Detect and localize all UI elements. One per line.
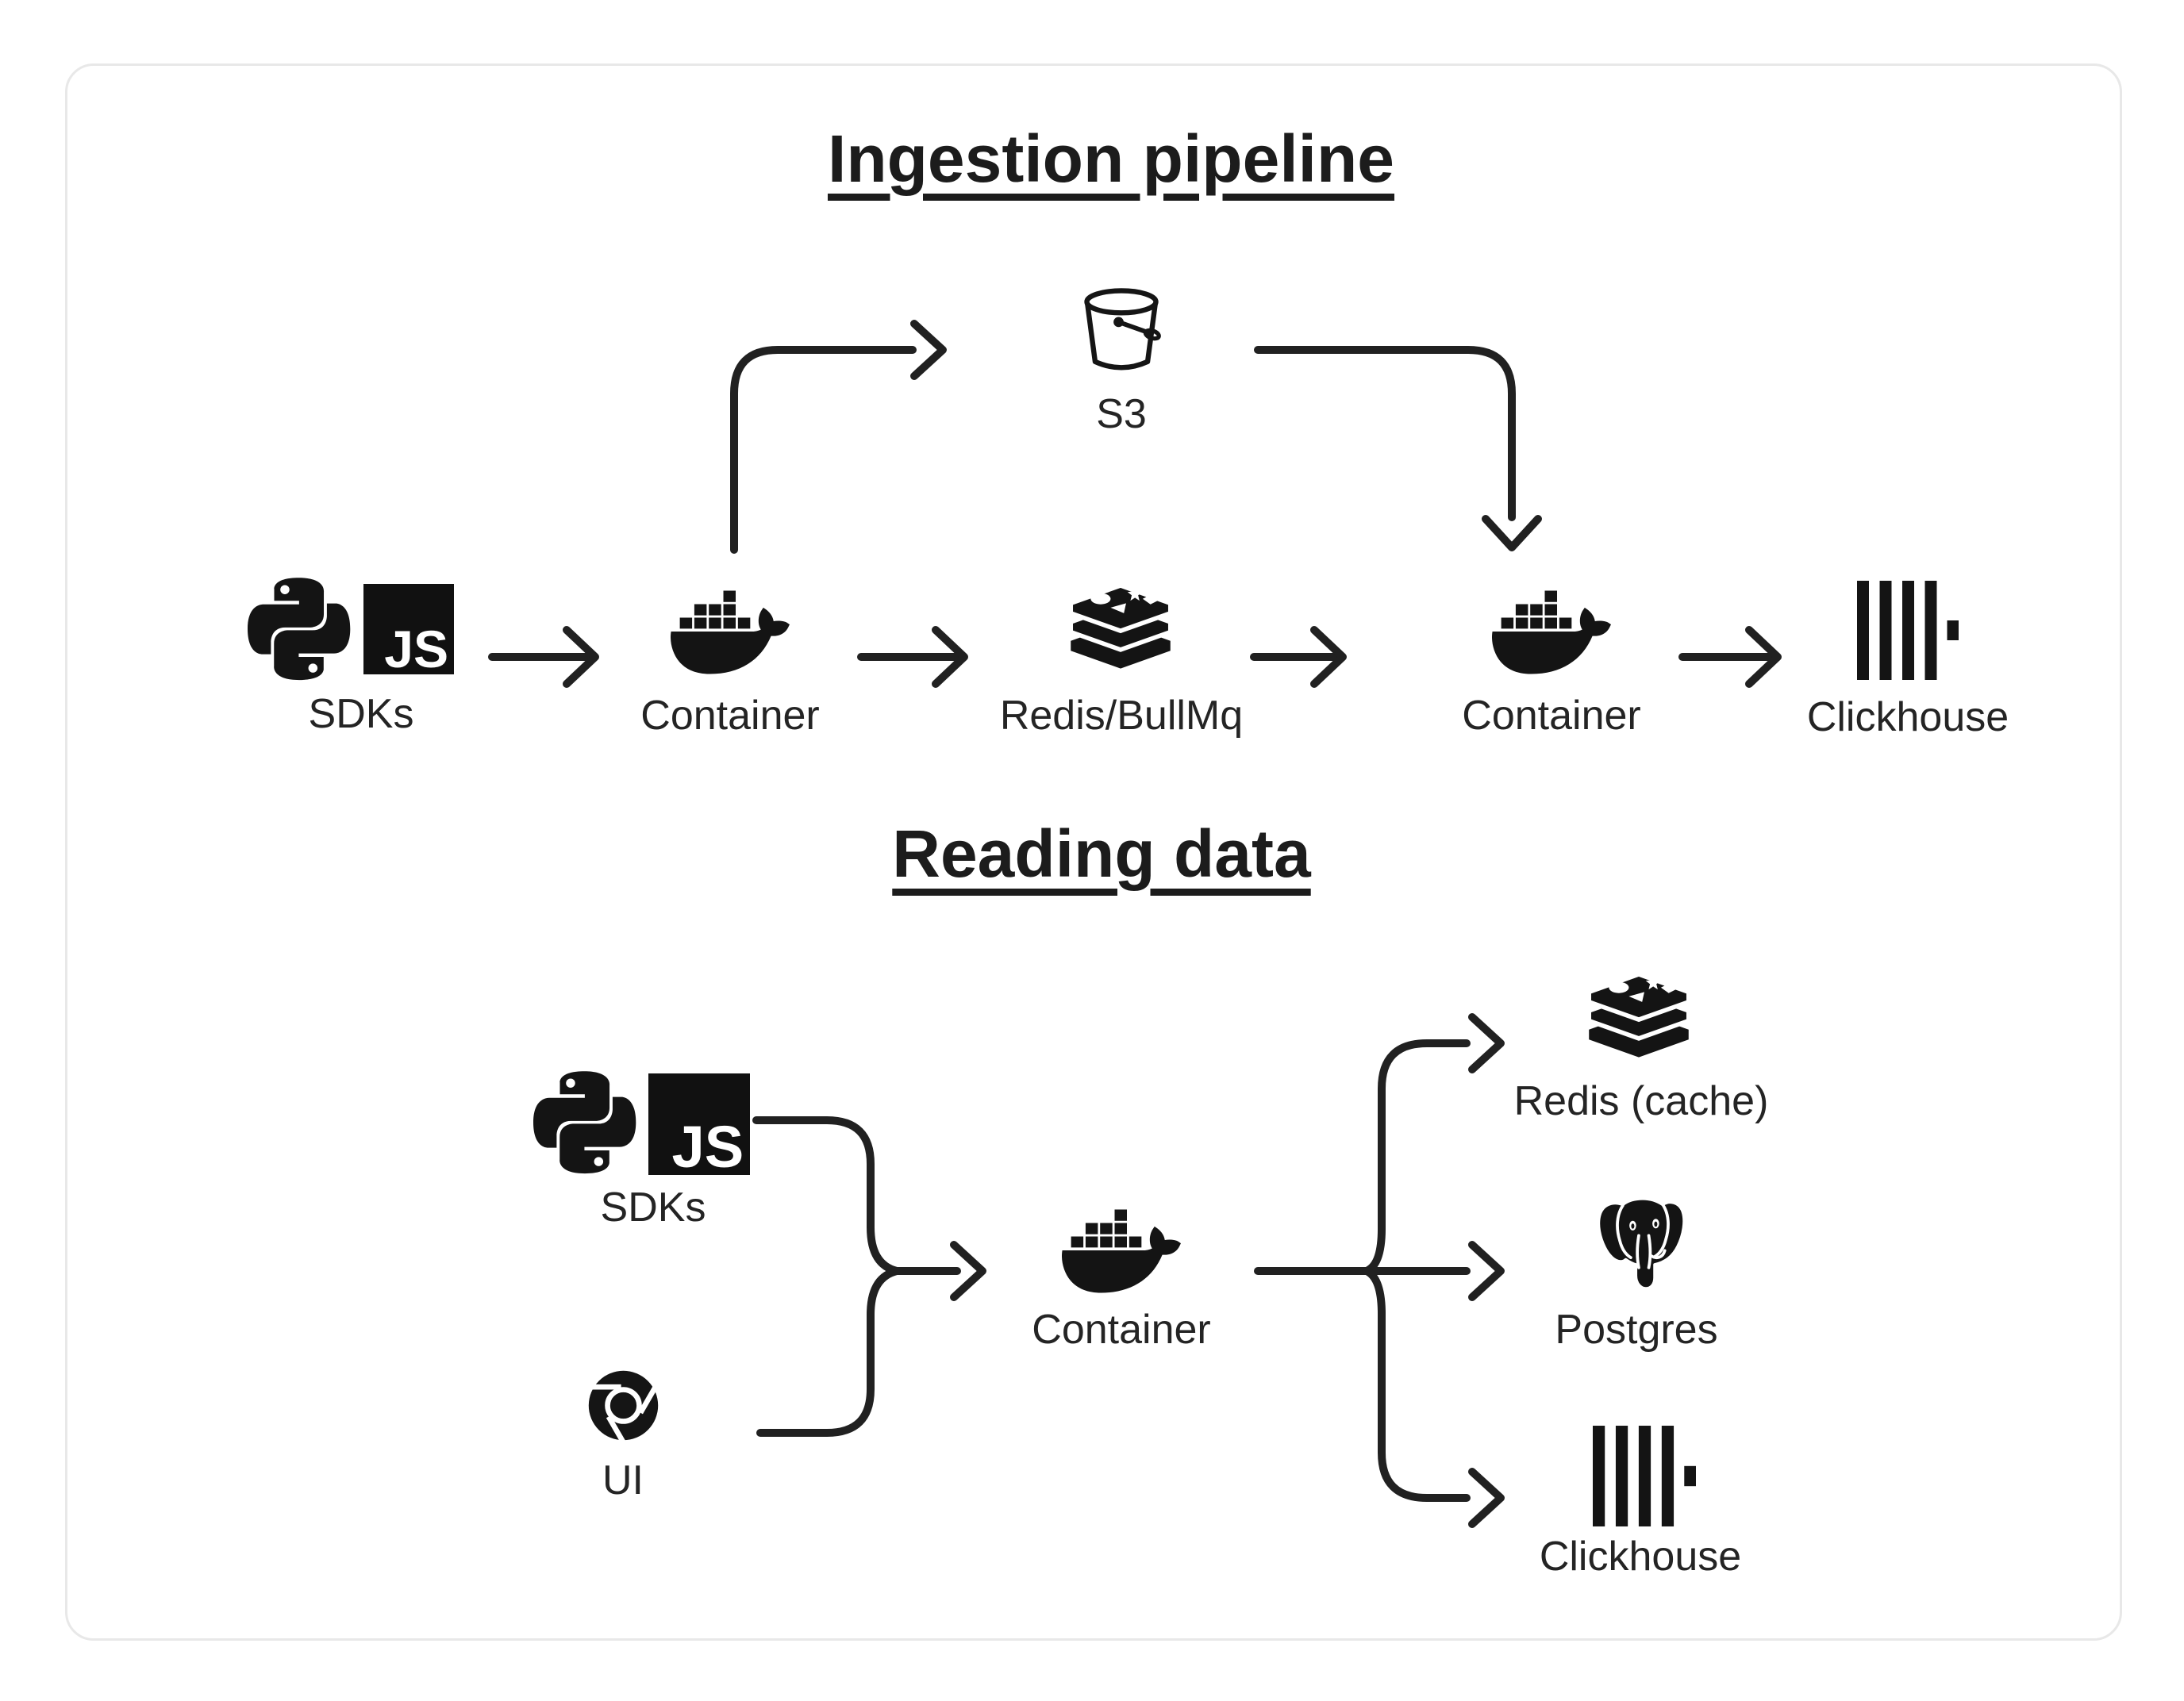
s3-bucket-icon <box>1075 282 1167 386</box>
ingestion-title: Ingestion pipeline <box>827 121 1395 196</box>
label-container-reading: Container <box>1032 1307 1211 1353</box>
label-s3: S3 <box>1096 391 1147 437</box>
redis-icon <box>1065 586 1176 670</box>
label-clickhouse-reading: Clickhouse <box>1539 1534 1742 1580</box>
clickhouse-icon <box>1593 1426 1696 1526</box>
label-redis-bullmq: Redis/BullMq <box>999 693 1244 739</box>
docker-icon <box>671 585 790 680</box>
redis-icon <box>1583 974 1694 1058</box>
chrome-icon <box>586 1368 661 1443</box>
python-icon <box>533 1071 636 1174</box>
docker-icon <box>1062 1204 1181 1299</box>
postgres-icon <box>1593 1196 1693 1296</box>
javascript-icon <box>648 1073 750 1175</box>
label-sdks-ingestion: SDKs <box>308 691 414 737</box>
python-icon <box>248 578 351 681</box>
label-postgres: Postgres <box>1555 1307 1718 1353</box>
label-ui: UI <box>602 1457 644 1503</box>
label-clickhouse-ingest: Clickhouse <box>1806 694 2009 740</box>
label-sdks-reading: SDKs <box>600 1185 706 1231</box>
label-container-ingest: Container <box>640 693 820 739</box>
reading-title: Reading data <box>892 816 1311 891</box>
label-redis-cache: Redis (cache) <box>1513 1078 1769 1124</box>
docker-icon <box>1492 585 1611 680</box>
label-container-worker: Container <box>1462 693 1641 739</box>
javascript-icon <box>363 584 454 674</box>
clickhouse-icon <box>1857 581 1959 680</box>
